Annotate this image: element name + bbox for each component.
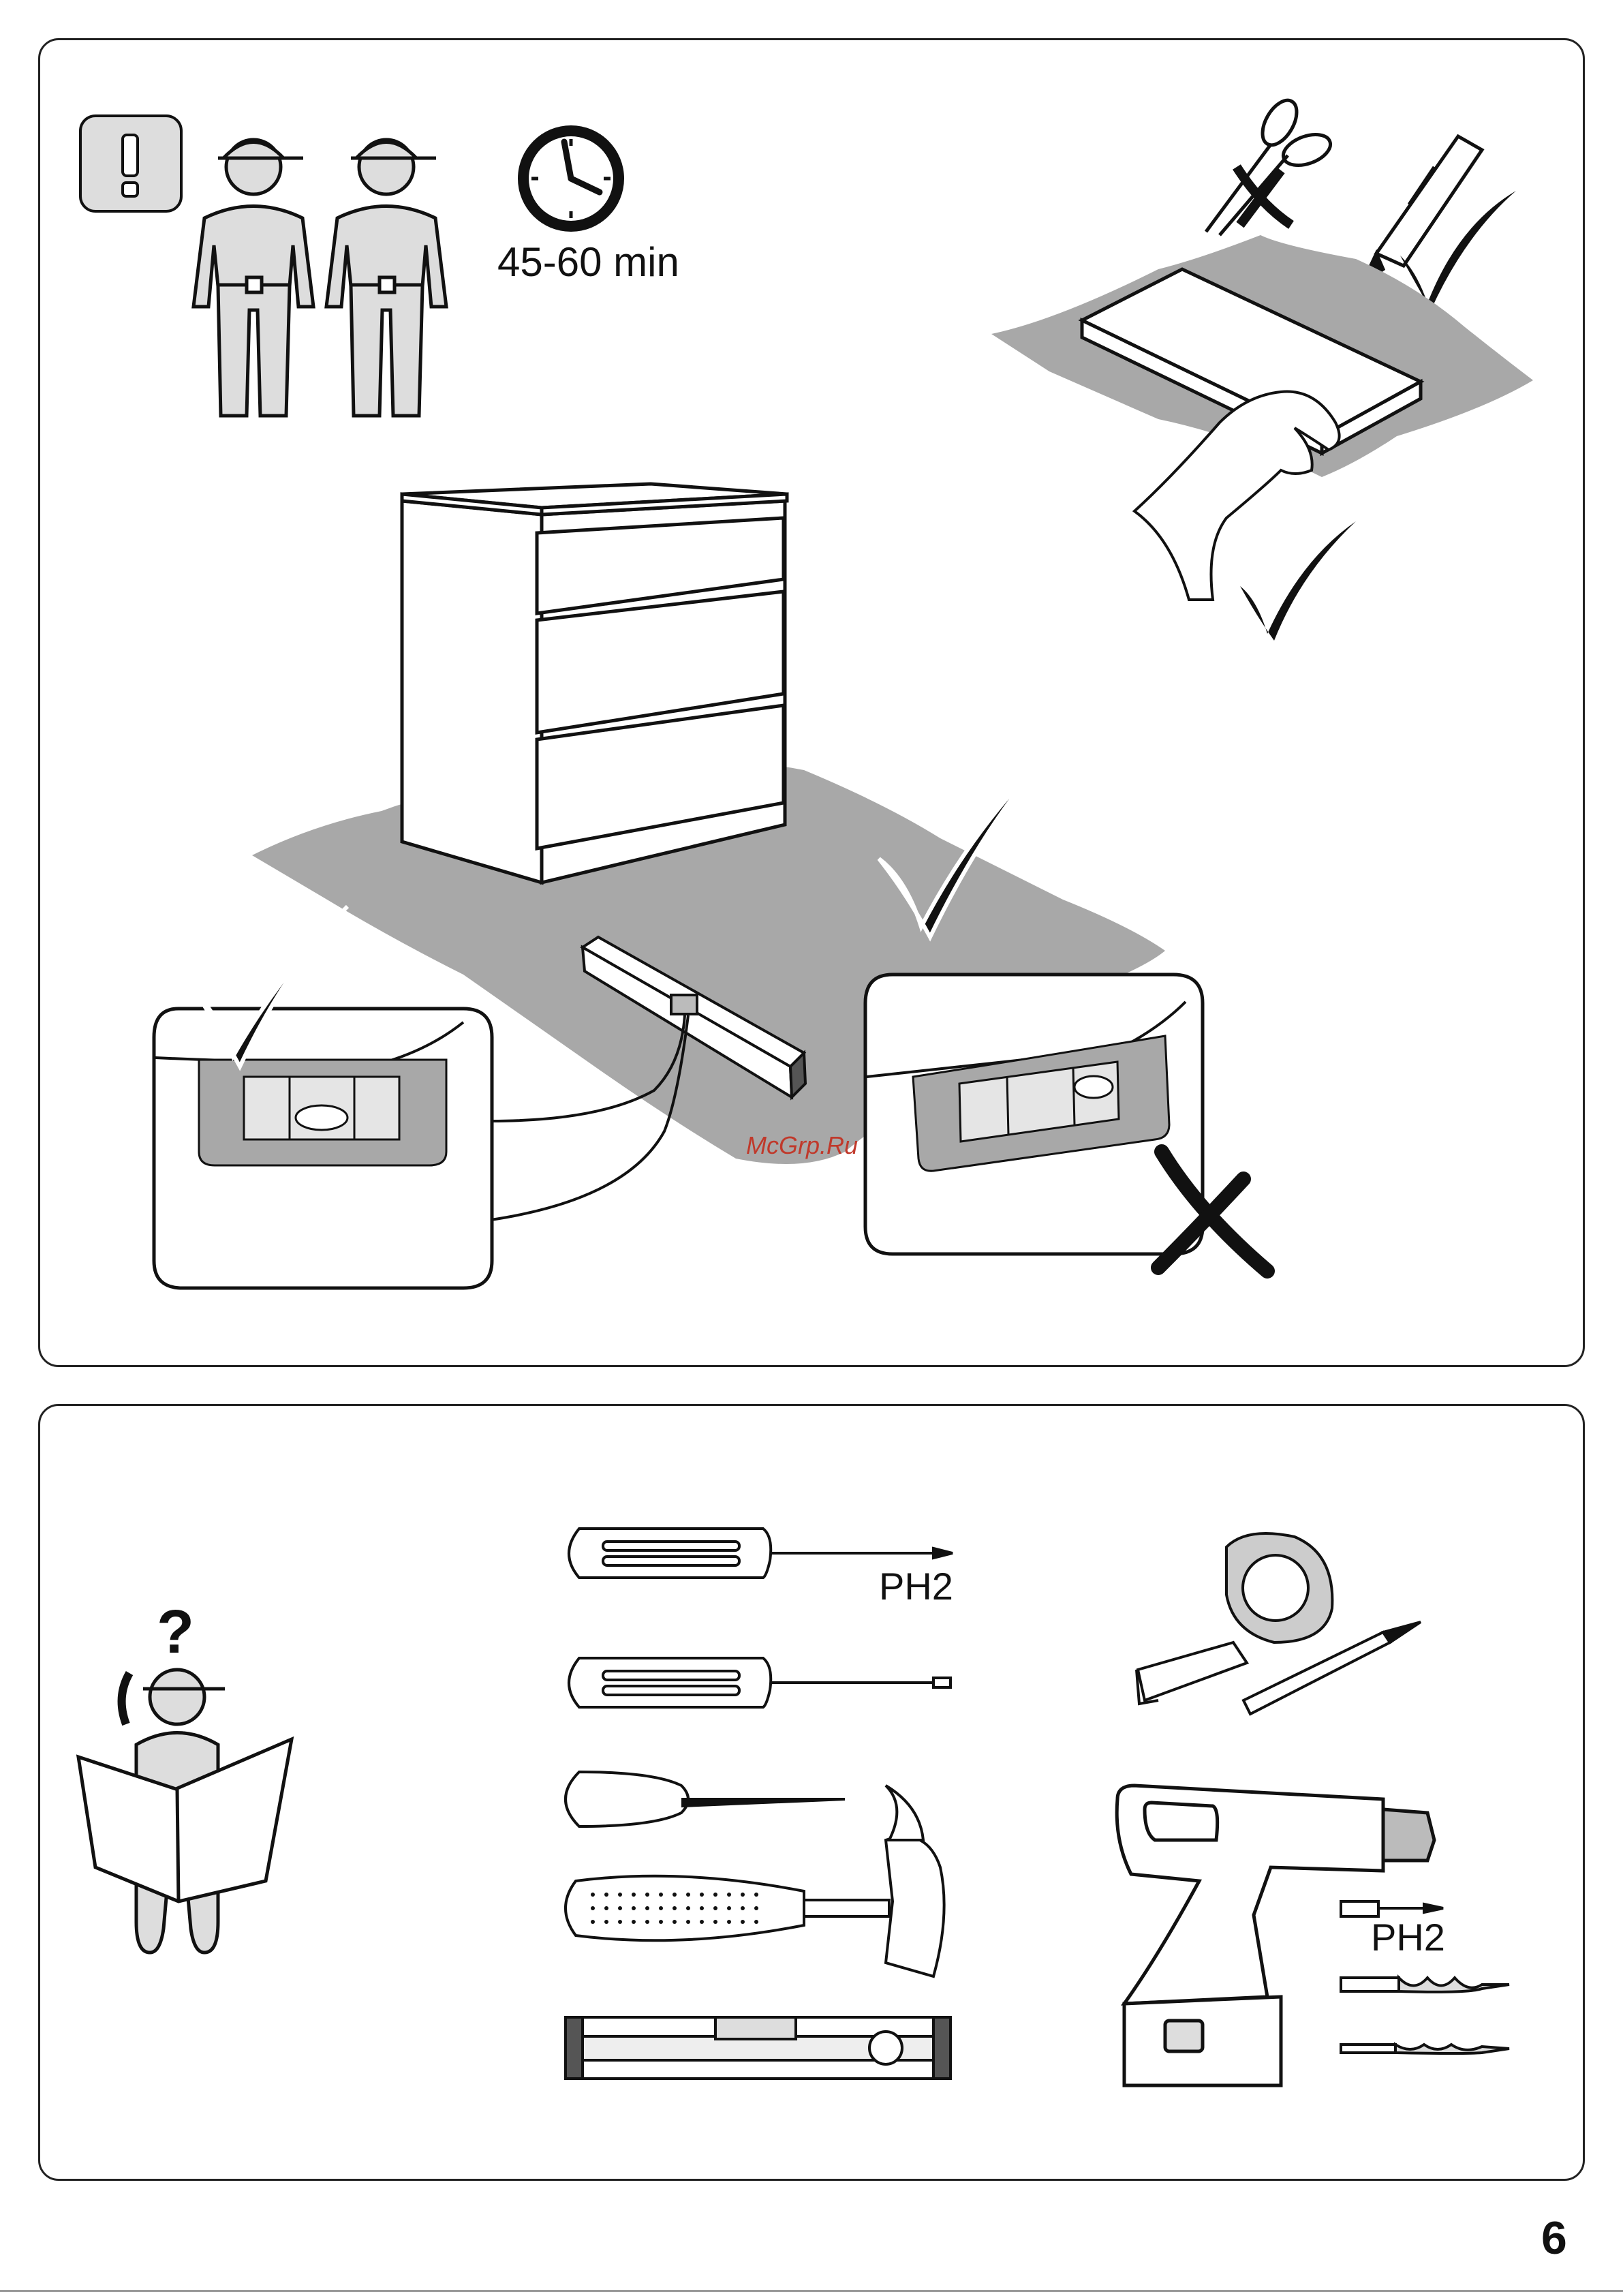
warning-exclamation-icon <box>80 116 181 211</box>
hand-checkmark-icon <box>1240 521 1356 641</box>
level-ok-callout <box>154 1009 492 1288</box>
page-number: 6 <box>1541 2211 1567 2265</box>
page-bottom-rule <box>0 2290 1623 2292</box>
clock-icon <box>518 125 624 232</box>
level-not-ok-callout <box>865 975 1203 1254</box>
two-person-assembly-icon <box>194 140 446 416</box>
ph2-bit-icon <box>1341 1901 1443 1916</box>
scissors-not-allowed-icon <box>1206 95 1335 235</box>
drill-bit-label: PH2 <box>1371 1915 1445 1959</box>
chest-of-drawers <box>402 484 787 883</box>
metal-drill-bit-icon <box>1341 2045 1509 2053</box>
read-instructions-person-icon: ? <box>78 1598 292 1953</box>
wood-drill-bit-icon <box>1341 1978 1509 1992</box>
utility-knife-icon <box>1363 136 1482 283</box>
assembly-duration: 45-60 min <box>497 239 679 286</box>
phillips-screwdriver-label: PH2 <box>879 1564 953 1608</box>
awl-icon <box>566 1772 845 1826</box>
svg-text:?: ? <box>157 1598 194 1666</box>
watermark: McGrp.Ru <box>746 1131 858 1160</box>
spirit-level-icon <box>566 2017 950 2079</box>
flat-screwdriver-icon <box>569 1658 950 1707</box>
